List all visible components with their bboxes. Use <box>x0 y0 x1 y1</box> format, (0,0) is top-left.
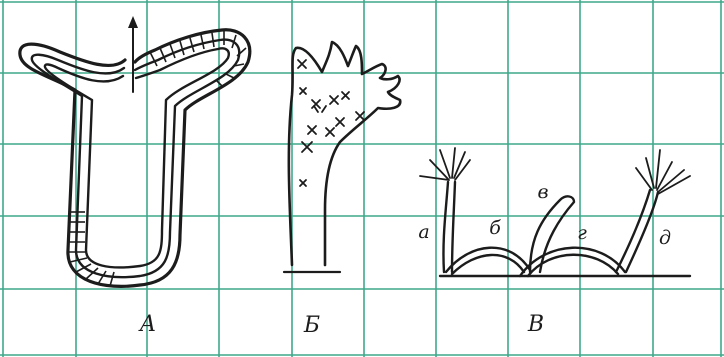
panel-a-cell-segments-right <box>150 31 246 86</box>
panel-b-hydra-body <box>284 42 400 272</box>
panel-a-hydra-section <box>20 16 250 286</box>
panel-b-cells <box>298 60 364 186</box>
panel-b-label: Б <box>303 313 320 338</box>
panel-v-hydra-b <box>446 248 530 274</box>
panel-v-hydra-g <box>520 248 625 276</box>
panel-v-letter-b: б <box>489 217 501 239</box>
panel-v-letter-g: г <box>577 222 587 244</box>
panel-v-tentacles-a <box>420 148 470 180</box>
panel-v-tentacles-d <box>636 150 690 194</box>
panel-v-letter-v: в <box>537 181 548 203</box>
panel-a-outer-wall <box>20 30 250 287</box>
panel-a-label: А <box>138 312 157 337</box>
panel-v-label: В <box>527 312 544 337</box>
panel-v-hydra-a <box>443 182 455 272</box>
panel-v-hydra-d <box>616 190 658 272</box>
panel-b-outline <box>289 42 400 265</box>
labels: А Б В а б в г д <box>138 181 671 338</box>
panel-v-letter-a: а <box>418 221 429 243</box>
panel-v-letter-d: д <box>659 227 671 249</box>
panel-a-mouth-arrow <box>128 16 138 92</box>
panel-v-locomotion <box>420 148 690 276</box>
